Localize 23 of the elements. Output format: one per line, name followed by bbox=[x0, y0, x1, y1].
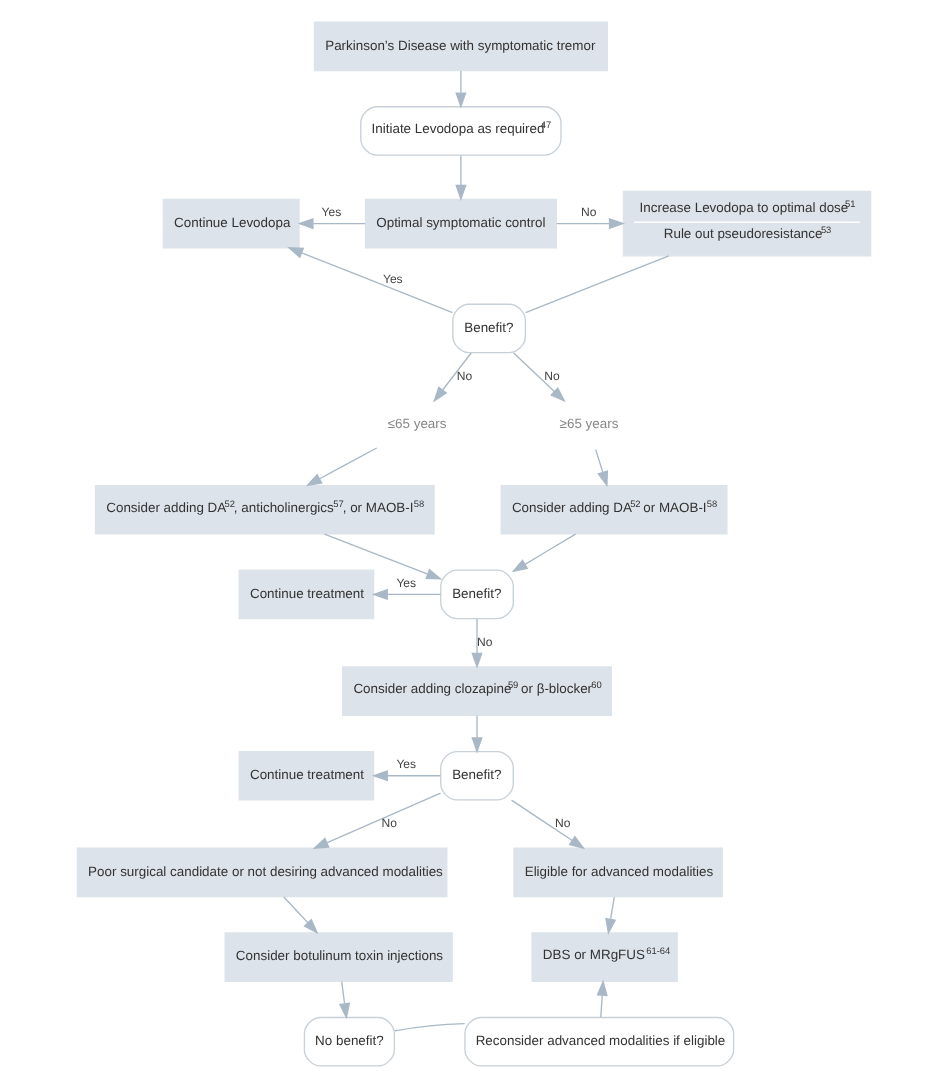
arrow bbox=[596, 979, 608, 1018]
arrow bbox=[312, 792, 442, 849]
arrow bbox=[471, 618, 483, 669]
arrow bbox=[283, 896, 319, 935]
arrow bbox=[297, 217, 366, 230]
arrow bbox=[455, 154, 467, 201]
arrow bbox=[605, 896, 617, 935]
arrow bbox=[287, 247, 454, 314]
arrow bbox=[323, 533, 443, 580]
arrow bbox=[510, 799, 586, 850]
arrow bbox=[471, 715, 483, 754]
arrow bbox=[338, 981, 351, 1020]
arrow bbox=[305, 447, 378, 487]
arrow bbox=[371, 588, 442, 601]
arrow bbox=[371, 770, 442, 782]
arrow bbox=[595, 449, 609, 488]
arrow bbox=[511, 533, 577, 573]
connector bbox=[394, 1023, 466, 1032]
connector bbox=[525, 255, 670, 314]
arrow bbox=[433, 352, 472, 403]
arrow bbox=[513, 352, 566, 403]
arrow bbox=[455, 70, 467, 109]
arrow bbox=[555, 217, 625, 230]
